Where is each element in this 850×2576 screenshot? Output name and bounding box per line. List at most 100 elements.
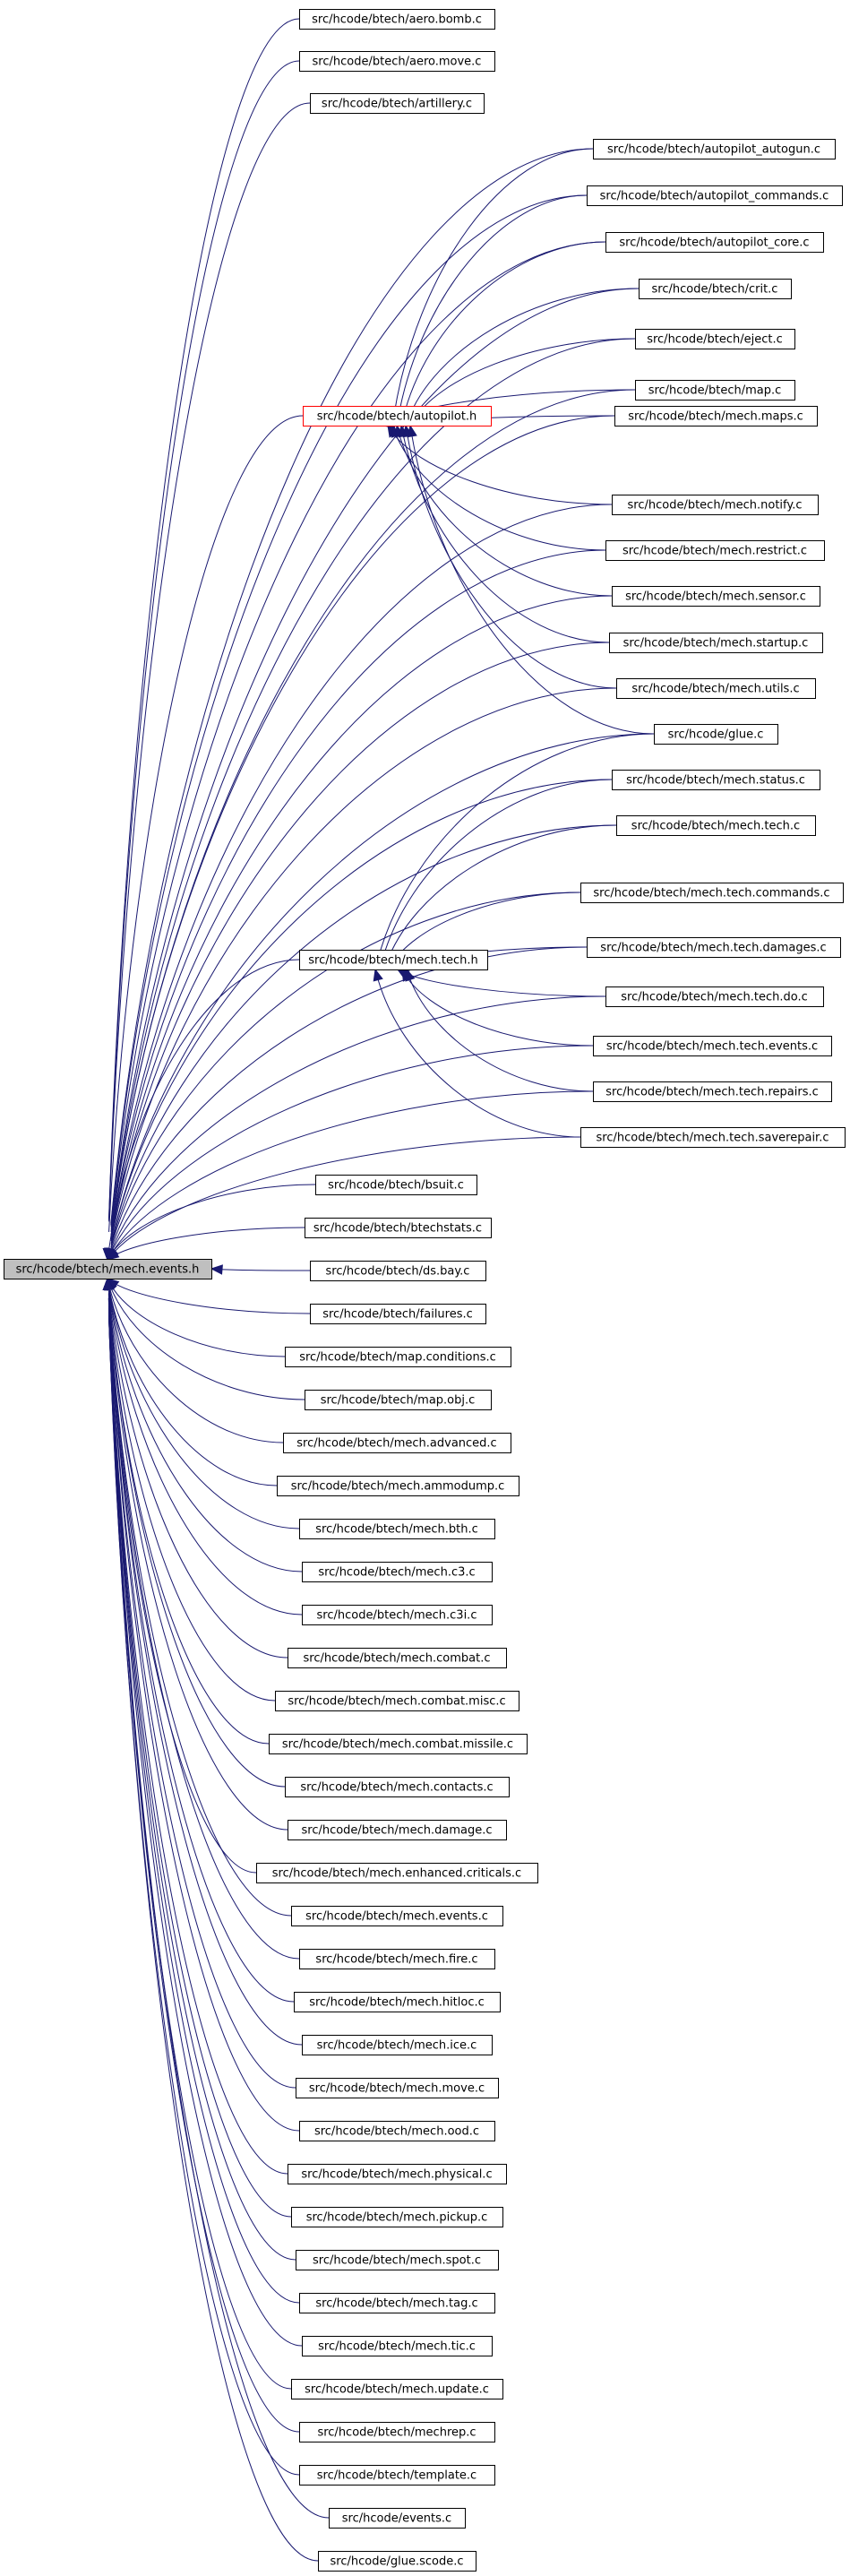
node-label: src/hcode/btech/mech.combat.misc.c: [288, 1695, 505, 1709]
node-box: [639, 279, 792, 299]
node-mech-tic[interactable]: src/hcode/btech/mech.tic.c: [302, 2336, 493, 2356]
node-box: [291, 2207, 503, 2227]
node-mech-startup[interactable]: src/hcode/btech/mech.startup.c: [609, 633, 823, 653]
edge-mech_hitloc-to-root: [107, 1302, 295, 2003]
arrowhead-btechstats-to-root: [106, 1248, 120, 1261]
node-box: [612, 586, 820, 607]
node-tech-do[interactable]: src/hcode/btech/mech.tech.do.c: [605, 986, 824, 1007]
node-label: src/hcode/btech/map.obj.c: [321, 1394, 476, 1408]
node-label: src/hcode/btech/eject.c: [647, 333, 783, 347]
edge-crit-to-root: [110, 288, 640, 1228]
node-mech-hitloc[interactable]: src/hcode/btech/mech.hitloc.c: [294, 1992, 501, 2012]
node-mech-physical[interactable]: src/hcode/btech/mech.physical.c: [288, 2164, 507, 2184]
node-mech-restrict[interactable]: src/hcode/btech/mech.restrict.c: [605, 540, 825, 561]
node-mech-contacts[interactable]: src/hcode/btech/mech.contacts.c: [285, 1777, 510, 1797]
node-label: src/hcode/btech/autopilot_core.c: [619, 237, 809, 250]
node-label: src/hcode/btech/mech.tech.saverepair.c: [597, 1132, 829, 1145]
node-mechrep[interactable]: src/hcode/btech/mechrep.c: [299, 2422, 495, 2442]
node-box: [299, 2465, 495, 2486]
node-mech-utils[interactable]: src/hcode/btech/mech.utils.c: [616, 678, 816, 699]
node-box: [587, 937, 841, 958]
node-combat-missile[interactable]: src/hcode/btech/mech.combat.missile.c: [269, 1734, 528, 1754]
node-box: [294, 1992, 501, 2012]
node-box: [310, 1261, 486, 1281]
node-tech-saverepair[interactable]: src/hcode/btech/mech.tech.saverepair.c: [580, 1127, 846, 1148]
node-mech-tech-h[interactable]: src/hcode/btech/mech.tech.h: [299, 950, 488, 970]
node-tech-repairs[interactable]: src/hcode/btech/mech.tech.repairs.c: [593, 1081, 832, 1102]
node-mech-events-c[interactable]: src/hcode/btech/mech.events.c: [291, 1906, 503, 1926]
node-bsuit[interactable]: src/hcode/btech/bsuit.c: [315, 1175, 477, 1195]
node-mech-tech-c[interactable]: src/hcode/btech/mech.tech.c: [616, 815, 816, 836]
node-tech-commands[interactable]: src/hcode/btech/mech.tech.commands.c: [580, 883, 844, 903]
node-map[interactable]: src/hcode/btech/map.c: [635, 380, 795, 401]
node-mech-bth[interactable]: src/hcode/btech/mech.bth.c: [299, 1519, 495, 1539]
node-label: src/hcode/btech/mech.tech.repairs.c: [605, 1086, 819, 1099]
node-artillery[interactable]: src/hcode/btech/artillery.c: [310, 93, 485, 114]
node-label: src/hcode/btech/mech.contacts.c: [300, 1781, 493, 1795]
node-mech-sensor[interactable]: src/hcode/btech/mech.sensor.c: [612, 586, 820, 607]
node-ap-commands[interactable]: src/hcode/btech/autopilot_commands.c: [587, 185, 843, 206]
node-mech-spot[interactable]: src/hcode/btech/mech.spot.c: [296, 2250, 499, 2270]
node-btechstats[interactable]: src/hcode/btech/btechstats.c: [305, 1218, 492, 1238]
node-mech-notify[interactable]: src/hcode/btech/mech.notify.c: [612, 495, 819, 515]
node-ds-bay[interactable]: src/hcode/btech/ds.bay.c: [310, 1261, 486, 1281]
node-mech-advanced[interactable]: src/hcode/btech/mech.advanced.c: [283, 1433, 511, 1453]
node-tech-damages[interactable]: src/hcode/btech/mech.tech.damages.c: [587, 937, 841, 958]
node-map-conditions[interactable]: src/hcode/btech/map.conditions.c: [285, 1347, 511, 1367]
node-ap-core[interactable]: src/hcode/btech/autopilot_core.c: [605, 232, 824, 253]
node-crit[interactable]: src/hcode/btech/crit.c: [639, 279, 792, 299]
node-tech-events[interactable]: src/hcode/btech/mech.tech.events.c: [593, 1036, 832, 1056]
node-events-c[interactable]: src/hcode/events.c: [329, 2508, 466, 2529]
node-mech-c3[interactable]: src/hcode/btech/mech.c3.c: [302, 1562, 493, 1582]
node-box: [593, 1036, 832, 1056]
node-aero-bomb[interactable]: src/hcode/btech/aero.bomb.c: [299, 9, 495, 30]
node-mech-ood[interactable]: src/hcode/btech/mech.ood.c: [299, 2121, 495, 2141]
node-aero-move[interactable]: src/hcode/btech/aero.move.c: [299, 51, 495, 72]
node-mech-ice[interactable]: src/hcode/btech/mech.ice.c: [302, 2035, 493, 2055]
node-mech-update[interactable]: src/hcode/btech/mech.update.c: [291, 2379, 503, 2399]
edge-tech_do-to-root: [110, 995, 606, 1252]
node-mech-ammodump[interactable]: src/hcode/btech/mech.ammodump.c: [277, 1476, 519, 1496]
node-failures[interactable]: src/hcode/btech/failures.c: [310, 1304, 486, 1324]
node-mech-damage[interactable]: src/hcode/btech/mech.damage.c: [288, 1820, 507, 1840]
edge-glue_scode-to-root: [108, 1321, 319, 2562]
node-mech-combat[interactable]: src/hcode/btech/mech.combat.c: [288, 1648, 507, 1668]
node-label: src/hcode/btech/btechstats.c: [313, 1222, 482, 1236]
node-label: src/hcode/btech/mech.physical.c: [301, 2168, 492, 2182]
node-mech-pickup[interactable]: src/hcode/btech/mech.pickup.c: [291, 2207, 503, 2227]
node-label: src/hcode/btech/mech.tech.damages.c: [600, 942, 826, 955]
edge-aero_bomb-to-root: [108, 18, 300, 1219]
node-mech-tag[interactable]: src/hcode/btech/mech.tag.c: [299, 2293, 495, 2313]
node-box: [299, 2422, 495, 2442]
node-box: [614, 406, 818, 426]
node-box: [283, 1433, 511, 1453]
node-glue-c[interactable]: src/hcode/glue.c: [654, 724, 778, 745]
node-mech-move[interactable]: src/hcode/btech/mech.move.c: [296, 2078, 499, 2098]
edge-mech_startup-to-root: [110, 642, 610, 1240]
node-template[interactable]: src/hcode/btech/template.c: [299, 2465, 495, 2486]
node-glue-scode[interactable]: src/hcode/glue.scode.c: [318, 2551, 477, 2572]
node-eject[interactable]: src/hcode/btech/eject.c: [635, 329, 795, 349]
node-label: src/hcode/btech/mech.utils.c: [631, 683, 799, 696]
node-ap-autogun[interactable]: src/hcode/btech/autopilot_autogun.c: [593, 139, 836, 159]
edge-ap_core-to-root: [110, 241, 606, 1227]
node-mech-c3i[interactable]: src/hcode/btech/mech.c3i.c: [302, 1605, 493, 1625]
node-box: [635, 329, 795, 349]
edge-mech_utils-to-root: [110, 687, 617, 1242]
node-enh-criticals[interactable]: src/hcode/btech/mech.enhanced.criticals.…: [256, 1863, 538, 1883]
node-label: src/hcode/btech/mech.startup.c: [623, 637, 809, 650]
edge-mech_move-to-root: [108, 1305, 296, 2089]
node-mech-maps[interactable]: src/hcode/btech/mech.maps.c: [614, 406, 818, 426]
node-autopilot-h[interactable]: src/hcode/btech/autopilot.h: [303, 406, 492, 426]
node-root[interactable]: src/hcode/btech/mech.events.h: [4, 1259, 212, 1279]
node-label: src/hcode/btech/mech.update.c: [305, 2383, 489, 2397]
node-label: src/hcode/btech/autopilot_autogun.c: [607, 143, 820, 157]
edge-template-to-root: [108, 1318, 300, 2476]
node-label: src/hcode/btech/mech.restrict.c: [622, 545, 807, 558]
node-mech-fire[interactable]: src/hcode/btech/mech.fire.c: [299, 1949, 495, 1969]
node-combat-misc[interactable]: src/hcode/btech/mech.combat.misc.c: [275, 1691, 519, 1711]
node-box: [609, 633, 823, 653]
node-mech-status[interactable]: src/hcode/btech/mech.status.c: [612, 770, 820, 790]
node-map-obj[interactable]: src/hcode/btech/map.obj.c: [305, 1390, 492, 1410]
